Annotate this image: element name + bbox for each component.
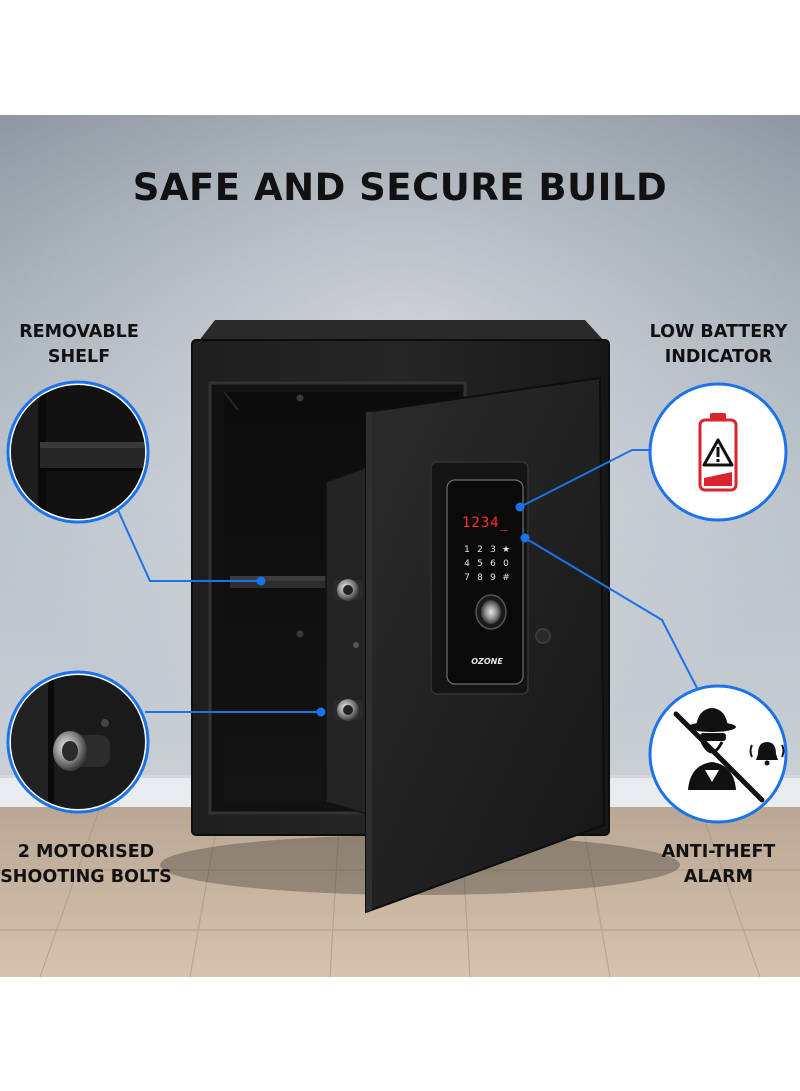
keypad-key: 8 <box>477 573 483 583</box>
label-anti-theft: ANTI-THEFT ALARM <box>637 840 800 890</box>
keypad-key: 4 <box>464 559 470 569</box>
label-line: SHOOTING BOLTS <box>0 867 172 887</box>
keypad-key: 1 <box>464 545 470 555</box>
label-removable-shelf: REMOVABLE SHELF <box>0 320 158 370</box>
keypad-key: 7 <box>464 573 470 583</box>
label-line: ALARM <box>683 867 754 887</box>
keypad-key: 5 <box>477 559 483 569</box>
label-line: INDICATOR <box>664 347 773 367</box>
shelf-closeup <box>6 380 150 524</box>
page-headline: SAFE AND SECURE BUILD <box>132 166 668 209</box>
label-line: ANTI-THEFT <box>661 842 776 862</box>
label-line: 2 MOTORISED <box>17 842 155 862</box>
low-battery-warning-icon <box>648 382 788 522</box>
keypad-key: 2 <box>477 545 483 555</box>
keypad-key: 0 <box>503 559 509 569</box>
label-line: REMOVABLE <box>19 322 139 342</box>
keypad-key: # <box>502 573 510 583</box>
brand-logo: OZONE <box>471 657 503 666</box>
locking-bolt-icon <box>333 579 363 601</box>
keypad-key: 9 <box>490 573 496 583</box>
label-line: LOW BATTERY <box>649 322 788 342</box>
bolt-closeup <box>6 670 150 814</box>
callout-lines <box>116 449 698 713</box>
keypad-key: 3 <box>490 545 496 555</box>
label-low-battery: LOW BATTERY INDICATOR <box>637 320 800 370</box>
keypad-key: ★ <box>502 545 510 555</box>
keypad-key: 6 <box>490 559 496 569</box>
anti-theft-alarm-icon <box>648 684 788 824</box>
locking-bolt-icon <box>333 699 363 721</box>
keypad-display: 1234_ <box>462 515 509 531</box>
label-shooting-bolts: 2 MOTORISED SHOOTING BOLTS <box>0 840 172 890</box>
fingerprint-sensor-icon <box>475 594 507 630</box>
label-line: SHELF <box>47 347 111 367</box>
